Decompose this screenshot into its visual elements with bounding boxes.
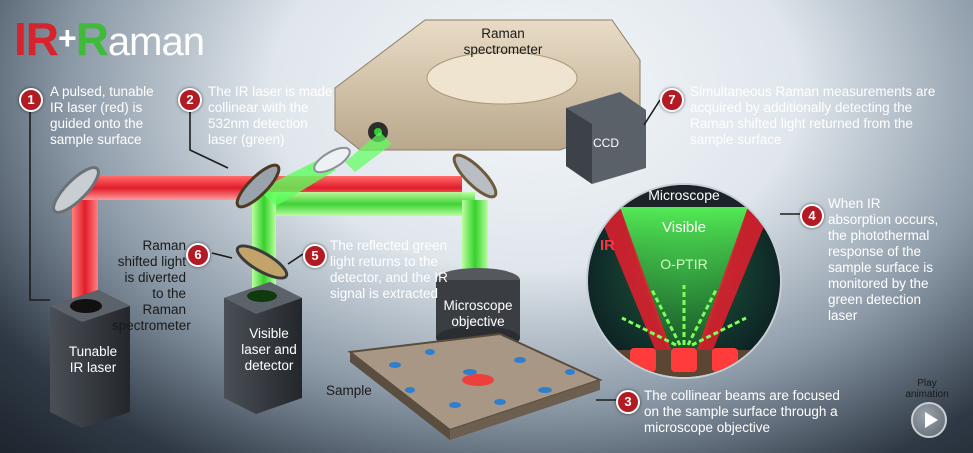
- step-1-badge: 1: [19, 88, 43, 112]
- raman-spectrometer-label: Raman spectrometer: [463, 26, 543, 57]
- step-7-text: Simultaneous Raman measurements are acqu…: [690, 84, 936, 147]
- step-7-badge: 7: [660, 88, 684, 112]
- play-animation-label: Play animation: [905, 378, 949, 400]
- play-animation-button[interactable]: [911, 402, 947, 438]
- step-1-text: A pulsed, tunable IR laser (red) is guid…: [50, 84, 154, 147]
- ccd-camera: [566, 92, 646, 184]
- step-4-badge: 4: [800, 204, 824, 228]
- step-2-text: The IR laser is made collinear with the …: [208, 84, 333, 147]
- raman-spectrometer: [334, 19, 641, 151]
- page-title: IR+Raman: [14, 13, 205, 65]
- visible-laser-box: [224, 282, 302, 414]
- step-4-text: When IR absorption occurs, the photother…: [828, 196, 939, 323]
- objective-label: Microscope objective: [443, 298, 513, 329]
- inset-visible-label: Visible: [662, 219, 706, 236]
- tunable-ir-laser-box: [50, 290, 130, 428]
- sample-label: Sample: [326, 383, 372, 398]
- step-2-badge: 2: [178, 88, 202, 112]
- inset-ir-label: IR: [600, 237, 615, 254]
- step-3-text: The collinear beams are focused on the s…: [644, 388, 840, 435]
- inset-microscope-label: Microscope: [648, 187, 720, 203]
- step-6-badge: 6: [186, 243, 210, 267]
- inset-optir-label: O-PTIR: [660, 256, 708, 272]
- raman-return-beam: [345, 132, 392, 172]
- ccd-label: CCD: [593, 136, 619, 150]
- tunable-laser-label: Tunable IR laser: [68, 344, 118, 375]
- mirrors: [52, 146, 498, 280]
- step-5-text: The reflected green light returns to the…: [330, 238, 448, 301]
- o-ptir-inset: [586, 183, 782, 379]
- step-5-badge: 5: [303, 244, 327, 268]
- sample-stage: [347, 332, 603, 440]
- step-6-text: Raman shifted light is diverted to the R…: [112, 238, 191, 333]
- callout-lines: [29, 99, 800, 401]
- step-3-badge: 3: [616, 390, 640, 414]
- visible-laser-label: Visible laser and detector: [241, 326, 297, 373]
- ir-laser-beam: [72, 176, 462, 303]
